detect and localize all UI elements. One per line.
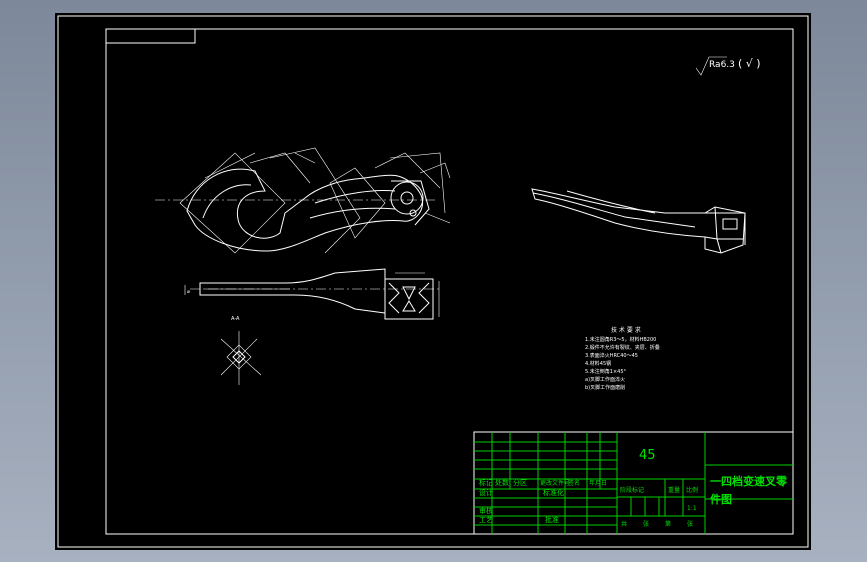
svg-text:⌀: ⌀ [187,289,190,295]
header-change-doc: 更改文件号 [540,479,570,487]
tech-req-line: 2.锻件不允许有裂纹、夹层、折叠 [585,344,660,351]
part-name-line2: 件图 [710,492,732,506]
sheet-total-label: 共 [621,520,627,528]
part-name-line1: 一四档变速叉零 [710,474,788,488]
roughness-note: ( √ ) [738,57,761,70]
standardize-label: 标准化 [543,488,564,497]
outer-border [57,15,809,548]
fork-front-view [155,147,451,254]
scale-value: 1:1 [687,505,697,512]
svg-text:A-A: A-A [231,316,240,322]
sheet-unit-label-2: 张 [687,520,693,528]
scale-header: 比例 [686,486,698,494]
stage-header: 阶段标记 [620,486,644,494]
drawing-canvas: Ra6.3 ( √ ) [57,15,809,548]
designer-label: 设计 [479,488,493,497]
approve-label: 批准 [545,515,559,524]
process-label: 工艺 [479,516,493,524]
header-count: 处数 [495,478,509,487]
tech-req-line: 5.未注倒角1×45° [585,368,627,375]
drawing-sheet[interactable]: Ra6.3 ( √ ) [55,13,811,550]
sheet-index-label: 第 [665,520,671,528]
tech-req-line: 1.未注圆角R3～5，材料HB200 [585,336,656,343]
tech-req-line: 3.表面淬火HRC40～45 [585,352,638,359]
roughness-value: Ra6.3 [709,60,735,70]
technical-requirements: 技 术 要 求 1.未注圆角R3～5，材料HB200 2.锻件不允许有裂纹、夹层… [585,326,660,391]
isometric-view [531,188,746,254]
inner-frame [105,28,794,535]
material-value: 45 [639,448,656,463]
title-block: 标记 处数 分区 更改文件号 签名 年月日 设计 标准化 审核 工艺 批准 45… [473,431,794,535]
header-sign: 签名 [568,479,580,487]
header-date: 年月日 [589,479,607,487]
header-mark: 标记 [479,478,493,487]
tech-req-line: a)叉脚工作面淬火 [585,376,625,383]
header-zone: 分区 [513,478,527,487]
section-detail: A-A [220,316,262,385]
weight-header: 重量 [668,486,680,494]
code-box [105,28,196,44]
surface-roughness-symbol: Ra6.3 ( √ ) [695,56,761,76]
sheet-unit-label: 张 [643,520,649,528]
checker-label: 审核 [479,506,493,515]
tech-req-line: 4.材料45钢 [585,360,611,367]
fork-top-view: ⌀ [184,268,440,320]
tech-req-title: 技 术 要 求 [611,326,641,334]
tech-req-line: b)叉脚工作面磨削 [585,384,625,391]
